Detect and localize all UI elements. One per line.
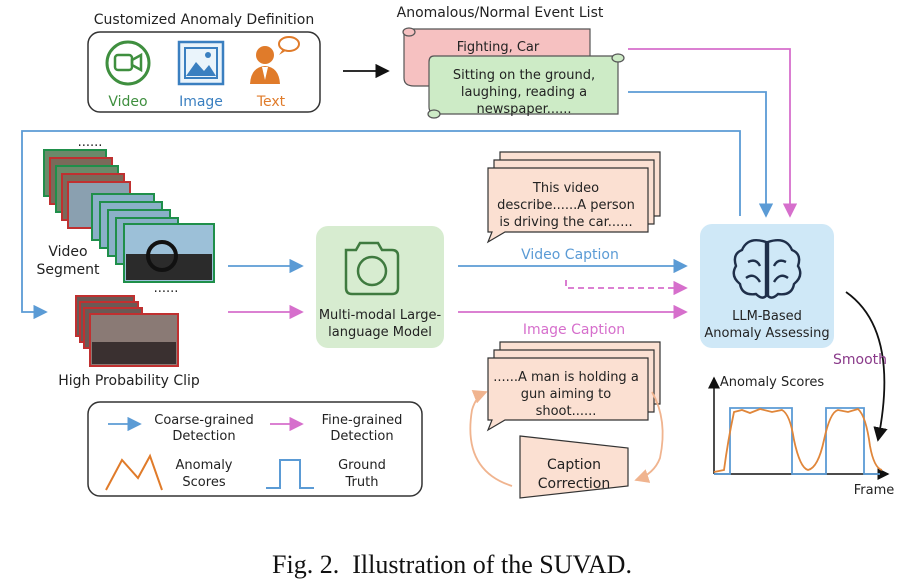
definition-video-label: Video <box>108 94 147 110</box>
image-caption-text-2: gun aiming to <box>521 387 611 402</box>
legend-scores-label-1: Anomaly <box>175 458 232 473</box>
legend-truth-label-1: Ground <box>338 458 386 473</box>
mllm-box <box>316 226 444 348</box>
list-to-llm-blue-arrow <box>628 91 774 218</box>
legend-truth-icon <box>266 459 314 489</box>
llm-label-2: Anomaly Assessing <box>704 326 829 341</box>
person-speech-icon <box>250 36 300 84</box>
plot-xlabel: Frame <box>854 483 895 498</box>
normal-events-line-1: Sitting on the ground, <box>453 68 595 83</box>
legend-fine-label-2: Detection <box>330 429 393 444</box>
caption-correction-label-2: Correction <box>538 476 610 492</box>
normal-events-line-3: newspaper...... <box>476 102 571 117</box>
video-segment-frames <box>43 149 215 283</box>
mid-dots: ...... <box>154 281 179 296</box>
video-caption-stack <box>486 151 661 244</box>
video-icon <box>105 40 151 86</box>
caption-correction-label-1: Caption <box>547 457 601 473</box>
coarse-feedback-loop <box>21 130 741 320</box>
normal-scroll <box>427 53 625 119</box>
ground-truth-curve <box>714 407 880 475</box>
smooth-label: Smooth <box>833 352 887 368</box>
correction-loop-left <box>469 390 513 487</box>
brain-icon <box>732 239 802 299</box>
legend-box <box>87 401 423 497</box>
top-dots: ...... <box>78 135 103 150</box>
legend-scores-label-2: Scores <box>182 475 225 490</box>
figure-caption: Fig. 2. Illustration of the SUVAD. <box>272 550 632 579</box>
caption-correction-box <box>519 435 629 499</box>
definition-title: Customized Anomaly Definition <box>94 12 314 28</box>
correction-loop-right <box>634 391 664 483</box>
image-icon <box>177 40 225 86</box>
video-caption-text-3: is driving the car...... <box>499 215 632 230</box>
legend-fine-label-1: Fine-grained <box>322 413 403 428</box>
normal-events-line-2: laughing, reading a <box>461 85 587 100</box>
legend-score-icon <box>105 453 163 491</box>
video-segment-label-1: Video <box>48 244 87 260</box>
smooth-arrow <box>845 291 888 442</box>
image-caption-stack <box>486 341 661 432</box>
caption-dashed-pink-arrow <box>565 280 688 296</box>
legend-truth-label-2: Truth <box>345 475 379 490</box>
camera-icon <box>344 241 400 296</box>
event-list-title: Anomalous/Normal Event List <box>397 5 604 21</box>
video-caption-label: Video Caption <box>521 247 619 263</box>
mllm-label-2: language Model <box>328 325 432 340</box>
image-caption-text-1: ......A man is holding a <box>493 370 639 385</box>
mllm-label-1: Multi-modal Large- <box>319 308 442 323</box>
video-caption-text-1: This video <box>532 181 599 196</box>
definition-text-label: Text <box>256 94 286 110</box>
high-probability-clip-frames <box>75 295 179 367</box>
image-caption-text-3: shoot...... <box>536 404 597 419</box>
anomaly-score-curve <box>713 407 883 473</box>
video-segment-label-2: Segment <box>37 262 101 278</box>
definition-image-label: Image <box>179 94 223 110</box>
list-to-llm-pink-arrow <box>628 48 798 218</box>
legend-coarse-label-1: Coarse-grained <box>154 413 253 428</box>
llm-label-1: LLM-Based <box>732 309 802 324</box>
video-caption-text-2: describe......A person <box>497 198 635 213</box>
anomalous-events: Fighting, Car <box>457 40 540 55</box>
image-caption-label: Image Caption <box>523 322 625 338</box>
high-probability-clip-label: High Probability Clip <box>58 373 200 389</box>
legend-coarse-label-2: Detection <box>172 429 235 444</box>
plot-ylabel: Anomaly Scores <box>720 375 825 390</box>
